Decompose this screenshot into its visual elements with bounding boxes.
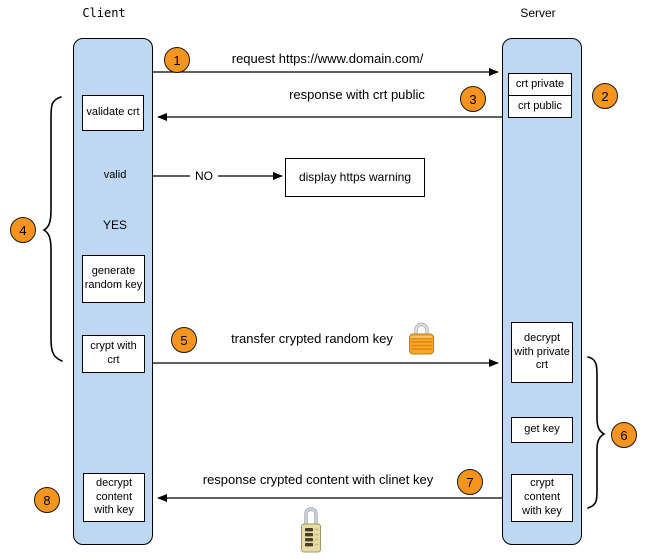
transfer-key-message: transfer crypted random key <box>231 331 393 346</box>
combination-padlock-icon <box>298 503 324 560</box>
step-6-badge: 6 <box>611 422 637 448</box>
client-actor-label: Client <box>82 6 126 20</box>
step-8-badge: 8 <box>34 487 60 513</box>
step-5-badge: 5 <box>171 327 197 353</box>
yes-branch-label: YES <box>98 218 132 232</box>
step-2-badge: 2 <box>592 83 618 109</box>
response-content-message: response crypted content with clinet key <box>202 472 434 487</box>
response-crt-message: response with crt public <box>289 87 425 102</box>
request-message: request https://www.domain.com/ <box>231 51 424 66</box>
step-1-badge: 1 <box>164 47 190 73</box>
server-actor-label: Server <box>520 6 556 20</box>
generate-random-key-node: generate random key <box>82 255 145 303</box>
crypt-with-crt-node: crypt with crt <box>82 335 145 373</box>
step-3-badge: 3 <box>460 86 486 112</box>
client-steps-brace <box>42 96 63 362</box>
step-4-badge: 4 <box>10 217 36 243</box>
closed-gold-padlock-icon <box>406 320 437 361</box>
crypt-content-with-key-node: crypt content with key <box>511 474 573 522</box>
no-branch-label: NO <box>190 169 218 183</box>
decrypt-with-private-crt-node: decrypt with private crt <box>511 322 573 383</box>
get-key-node: get key <box>511 417 573 443</box>
validate-crt-node: validate crt <box>82 95 144 131</box>
crt-private-node: crt private <box>508 73 572 96</box>
server-steps-brace <box>587 356 606 509</box>
valid-decision-label: valid <box>103 169 127 181</box>
crt-public-node: crt public <box>508 95 572 118</box>
display-https-warning-node: display https warning <box>285 158 425 197</box>
step-7-badge: 7 <box>457 469 483 495</box>
decrypt-content-with-key-node: decrypt content with key <box>83 473 145 522</box>
